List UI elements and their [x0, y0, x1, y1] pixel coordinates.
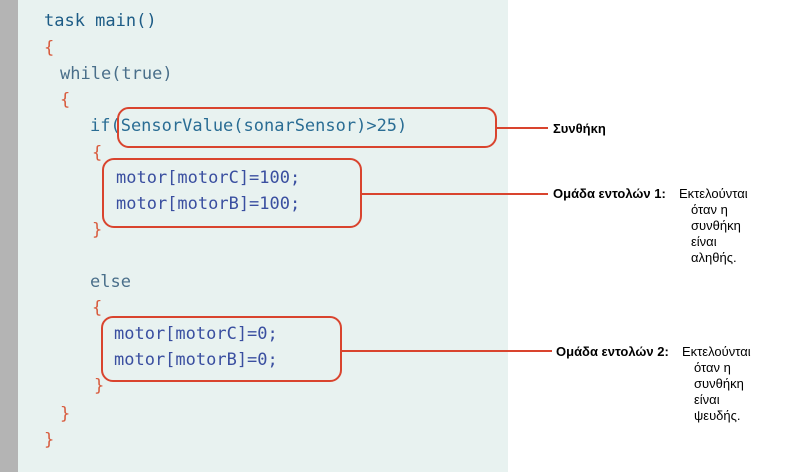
- code-line-while: while(true): [60, 64, 173, 84]
- condition-highlight-box: [117, 107, 497, 148]
- code-line-motor-b-100: motor[motorB]=100;: [116, 194, 301, 214]
- code-line-task-main: task main(): [44, 11, 157, 31]
- group1-desc-line: Εκτελούνται: [679, 186, 748, 201]
- code-panel: [0, 0, 508, 472]
- group2-desc-line: Εκτελούνται: [682, 344, 751, 359]
- code-line-else: else: [90, 272, 131, 292]
- group2-label: Ομάδα εντολών 2:: [556, 344, 669, 359]
- group1-desc-line: συνθήκη: [691, 218, 741, 233]
- group1-label: Ομάδα εντολών 1:: [553, 186, 666, 201]
- code-line-open-brace: {: [60, 90, 71, 110]
- group1-desc-line: είναι: [691, 234, 717, 249]
- group1-desc-line: όταν η: [691, 202, 728, 217]
- code-line-motor-b-0: motor[motorB]=0;: [114, 350, 278, 370]
- code-line-open-brace: {: [92, 143, 103, 163]
- code-line-open-brace: {: [44, 38, 55, 58]
- code-panel-left-bar: [0, 0, 18, 472]
- group1-connector-line: [362, 193, 548, 195]
- group2-desc-line: όταν η: [694, 360, 731, 375]
- group1-highlight-box: [102, 158, 362, 228]
- group2-desc-line: ψευδής.: [694, 408, 741, 423]
- group1-desc-line: αληθής.: [691, 250, 737, 265]
- code-line-motor-c-100: motor[motorC]=100;: [116, 168, 301, 188]
- group2-connector-line: [342, 350, 552, 352]
- code-line-open-brace: {: [92, 298, 103, 318]
- group2-desc-line: συνθήκη: [694, 376, 744, 391]
- code-line-close-brace: }: [94, 376, 105, 396]
- code-line-close-brace: }: [60, 404, 71, 424]
- condition-connector-line: [497, 127, 548, 129]
- group1-description: Εκτελούνται όταν η συνθήκη είναι αληθής.: [679, 186, 767, 266]
- code-line-close-brace: }: [92, 220, 103, 240]
- condition-label: Συνθήκη: [553, 121, 606, 136]
- code-line-motor-c-0: motor[motorC]=0;: [114, 324, 278, 344]
- code-line-if-condition: if(SensorValue(sonarSensor)>25): [90, 116, 408, 136]
- group2-highlight-box: [101, 316, 342, 382]
- group2-desc-line: είναι: [694, 392, 720, 407]
- code-line-close-brace: }: [44, 430, 55, 450]
- group2-description: Εκτελούνται όταν η συνθήκη είναι ψευδής.: [682, 344, 770, 424]
